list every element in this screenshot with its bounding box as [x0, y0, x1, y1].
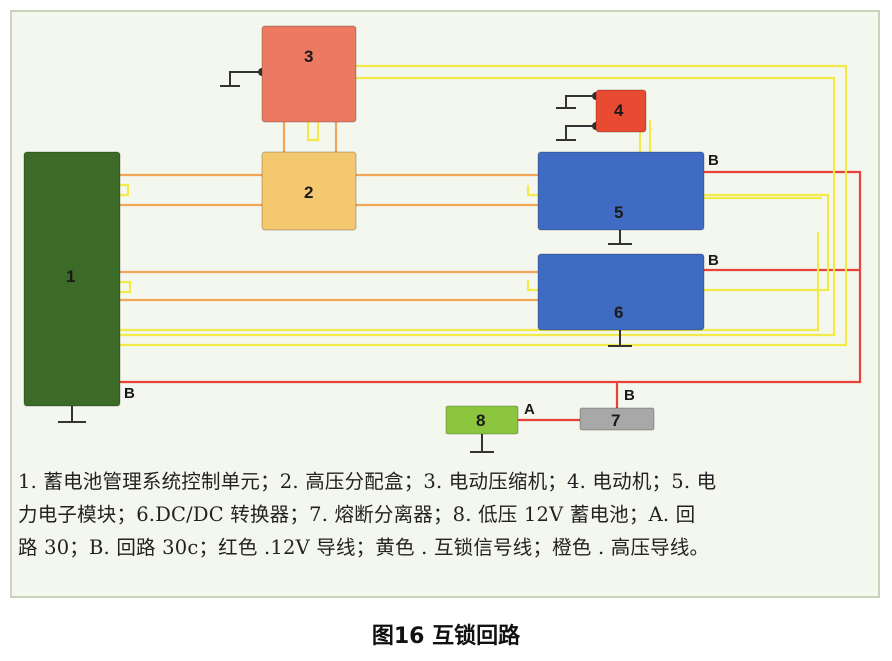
bms-control-unit [23, 151, 121, 407]
component-4: 4 [595, 89, 647, 133]
component-2: 2 [261, 151, 357, 231]
orange-hv-wires [118, 122, 538, 302]
yellow-interlock-wires [56, 64, 848, 355]
terminal-a-comp8: A [524, 401, 535, 418]
terminal-b-comp7: B [624, 387, 635, 404]
component-8-label: 8 [476, 411, 485, 430]
yellow-loop-mid [94, 232, 820, 332]
ground-icon [220, 71, 262, 87]
electric-compressor [261, 25, 357, 123]
red-wire-top-loop [118, 170, 862, 384]
figure-title: 图16 互锁回路 [371, 624, 521, 649]
terminal-b-comp6: B [708, 252, 719, 269]
yellow-loop-comp3 [80, 76, 836, 337]
component-1-label: 1 [66, 267, 75, 286]
component-6-label: 6 [614, 303, 623, 322]
figure-frame [10, 10, 880, 598]
low-voltage-battery [445, 405, 519, 435]
component-8: 8 [445, 405, 519, 435]
component-7: 7 [579, 407, 655, 431]
component-3-label: 3 [304, 47, 313, 66]
component-7-label: 7 [611, 411, 620, 430]
hv-distribution-box [261, 151, 357, 231]
ground-icon [470, 434, 494, 453]
component-1: 1 [23, 151, 121, 407]
caption-line-2: 力电子模块；6.DC/DC 转换器；7. 熔断分离器；8. 低压 12V 蓄电池… [18, 503, 696, 526]
yellow-loop-comp5 [526, 185, 830, 292]
component-3: 3 [261, 25, 357, 123]
terminal-b-comp1: B [124, 385, 135, 402]
component-4-label: 4 [614, 101, 624, 120]
caption-line-1: 1. 蓄电池管理系统控制单元；2. 高压分配盒；3. 电动压缩机；4. 电动机；… [18, 470, 717, 493]
ground-icon [608, 330, 632, 347]
yellow-loop-outer [56, 64, 848, 355]
ground-icon [608, 230, 632, 245]
ground-icon [556, 125, 596, 141]
dcdc-converter [537, 253, 705, 331]
fuse-isolator [579, 407, 655, 431]
power-electronics-module [537, 151, 705, 231]
electric-motor [595, 89, 647, 133]
ground-icon [58, 405, 86, 423]
component-5-label: 5 [614, 203, 623, 222]
component-6: 6 [537, 253, 705, 331]
red-12v-wires [118, 170, 862, 422]
figure-caption-legend: 1. 蓄电池管理系统控制单元；2. 高压分配盒；3. 电动压缩机；4. 电动机；… [18, 465, 873, 590]
caption-line-3: 路 30；B. 回路 30c；红色 .12V 导线；黄色 . 互锁信号线；橙色 … [18, 536, 710, 559]
component-2-label: 2 [304, 183, 313, 202]
terminal-b-comp5: B [708, 152, 719, 169]
component-5: 5 [537, 151, 705, 231]
ground-icon [556, 95, 596, 109]
interlock-circuit-diagram: 1 2 3 4 5 6 7 8 B B B B A [23, 25, 862, 453]
